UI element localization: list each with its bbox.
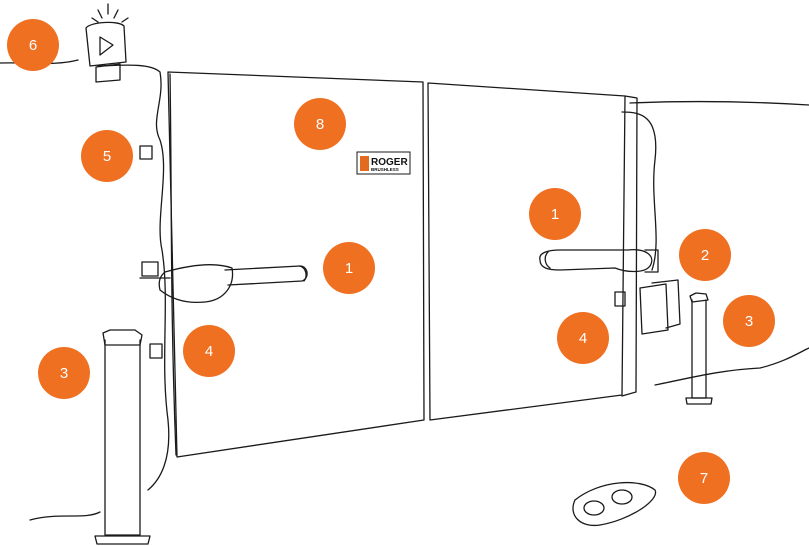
- remote-control-icon: [573, 483, 656, 526]
- callout-number: 5: [103, 148, 111, 165]
- left-photocell-column: [95, 330, 150, 544]
- callout-5: 5: [81, 130, 133, 182]
- right-photocell-column: [686, 293, 712, 404]
- callout-number: 4: [579, 330, 587, 347]
- callout-8: 8: [294, 98, 346, 150]
- brand-logo: ROGER BRUSHLESS: [357, 152, 410, 174]
- callout-group: 6 8 5 1 1 2 3 3 4 4 7: [7, 19, 775, 504]
- callout-2: 2: [679, 229, 731, 281]
- callout-number: 3: [60, 365, 68, 382]
- callout-number: 7: [700, 470, 708, 487]
- callout-1-right: 1: [529, 188, 581, 240]
- logo-tagline: BRUSHLESS: [371, 167, 399, 172]
- callout-4-right: 4: [557, 312, 609, 364]
- right-ground-line: [655, 348, 809, 385]
- callout-3-right: 3: [723, 295, 775, 347]
- control-unit: [640, 280, 680, 334]
- callout-4-left: 4: [183, 325, 235, 377]
- left-wall-outline: [0, 60, 169, 490]
- flashing-lamp-icon: [86, 4, 128, 82]
- callout-number: 6: [29, 37, 37, 54]
- left-ground-line: [30, 512, 100, 520]
- callout-3-left: 3: [38, 347, 90, 399]
- callout-number: 8: [316, 116, 324, 133]
- callout-number: 2: [701, 247, 709, 264]
- callout-7: 7: [678, 452, 730, 504]
- photocell-icon: [150, 344, 162, 358]
- right-gate-leaf: [428, 83, 625, 420]
- callout-number: 3: [745, 313, 753, 330]
- callout-number: 4: [205, 343, 213, 360]
- key-selector-icon: [140, 146, 152, 159]
- callout-number: 1: [551, 206, 559, 223]
- callout-number: 1: [345, 260, 353, 277]
- callout-1-left: 1: [323, 242, 375, 294]
- callout-6: 6: [7, 19, 59, 71]
- right-gate-operator: [540, 250, 658, 272]
